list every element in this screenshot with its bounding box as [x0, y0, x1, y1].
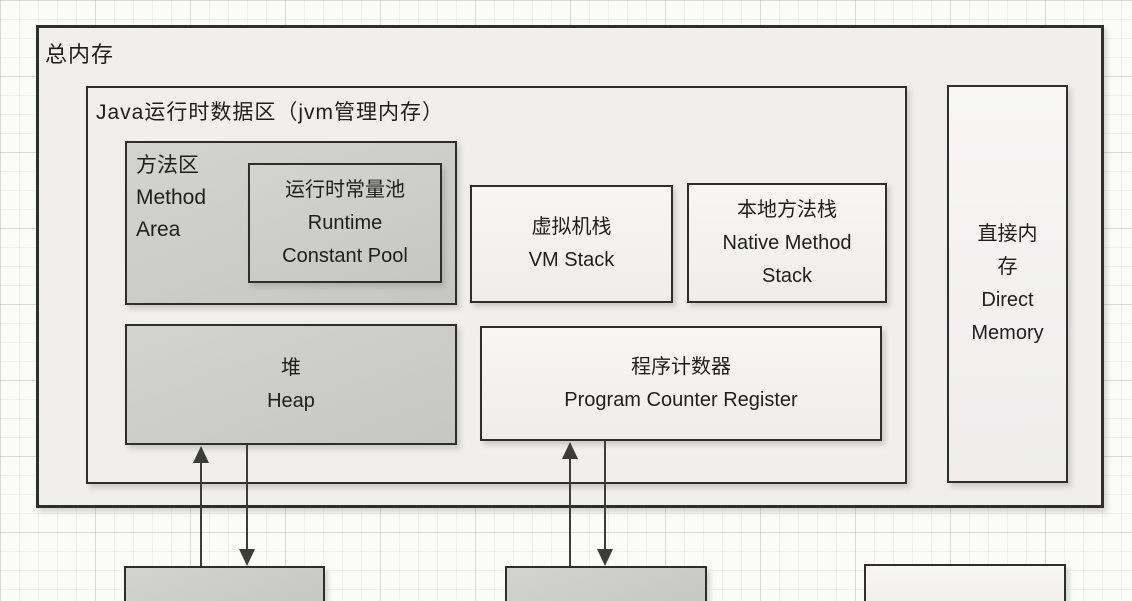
heap-label-en: Heap [267, 389, 315, 412]
direct-memory-label-zh: 直接内存 [977, 223, 1038, 278]
heap-up-arrow-icon [193, 446, 209, 463]
bottom-box-middle [505, 566, 707, 601]
runtime-constant-pool-label-zh: 运行时常量池 [285, 178, 405, 201]
total-memory-label: 总内存 [45, 42, 115, 67]
runtime-constant-pool-label-en: Runtime Constant Pool [282, 211, 408, 267]
runtime-data-area-label: Java运行时数据区（jvm管理内存） [96, 101, 445, 124]
pc-down-arrow-icon [597, 549, 613, 566]
native-method-stack-label-zh: 本地方法栈 [737, 198, 837, 221]
native-method-stack-label-en: Native Method Stack [722, 231, 852, 287]
bottom-box-right [864, 564, 1066, 601]
runtime-constant-pool-box: 运行时常量池 Runtime Constant Pool [248, 163, 442, 283]
method-area-label-zh: 方法区 [136, 154, 199, 177]
heap-down-arrow-icon [239, 549, 255, 566]
program-counter-register-box: 程序计数器 Program Counter Register [480, 326, 882, 441]
bottom-box-left [124, 566, 325, 601]
pc-up-arrow-icon [562, 442, 578, 459]
program-counter-register-label-en: Program Counter Register [564, 388, 798, 411]
direct-memory-box: 直接内存 Direct Memory [947, 85, 1068, 483]
heap-up-arrow-line [200, 460, 202, 566]
pc-down-arrow-line [604, 441, 606, 550]
native-method-stack-box: 本地方法栈 Native Method Stack [687, 183, 887, 303]
direct-memory-label-en: Direct Memory [971, 289, 1044, 344]
heap-down-arrow-line [246, 445, 248, 550]
program-counter-register-label-zh: 程序计数器 [631, 355, 731, 378]
pc-up-arrow-line [569, 456, 571, 566]
vm-stack-label-en: VM Stack [528, 249, 615, 271]
vm-stack-box: 虚拟机栈 VM Stack [470, 185, 673, 303]
heap-box: 堆 Heap [125, 324, 457, 445]
heap-label-zh: 堆 [281, 356, 301, 379]
method-area-label-en: Method Area [136, 186, 207, 241]
vm-stack-label-zh: 虚拟机栈 [531, 216, 612, 238]
